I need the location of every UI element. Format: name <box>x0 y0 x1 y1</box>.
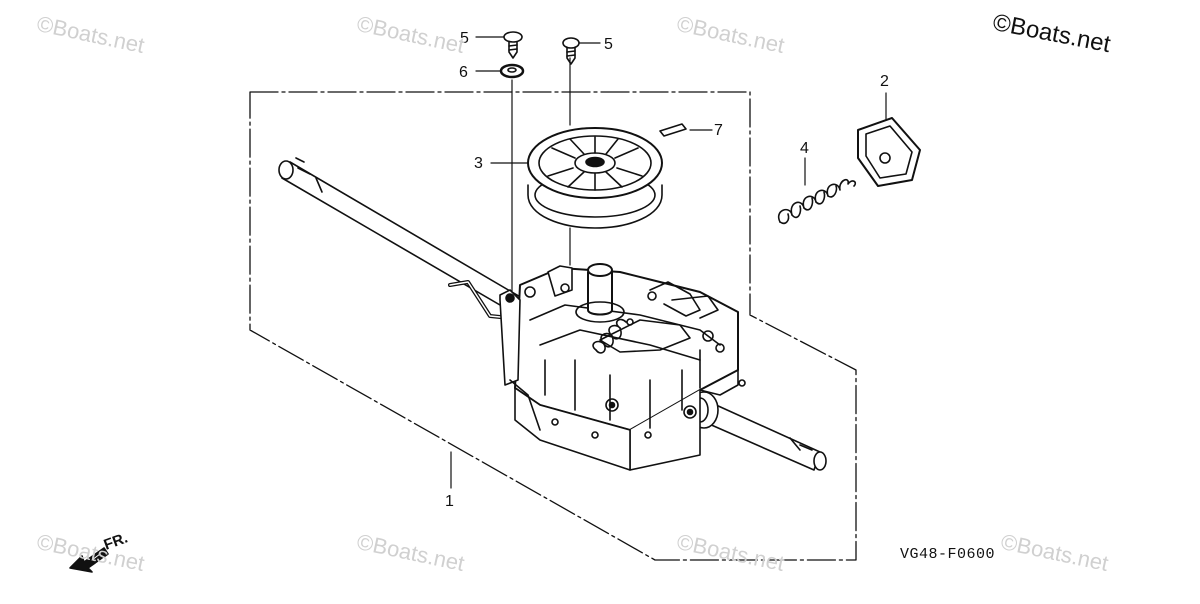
callout-1: 1 <box>445 493 454 510</box>
screw-icon <box>562 37 580 65</box>
callout-3: 3 <box>474 155 483 172</box>
spring-icon <box>777 178 857 225</box>
pin-icon <box>659 123 687 137</box>
drawing-code: VG48-F0600 <box>900 546 996 563</box>
right-axle-shaft <box>689 391 827 471</box>
washer-icon <box>499 63 525 79</box>
rubber-cover-icon <box>857 117 921 187</box>
callout-2: 2 <box>880 73 889 90</box>
callout-7: 7 <box>714 122 723 139</box>
callout-4: 4 <box>800 140 809 157</box>
transmission-housing <box>499 263 746 471</box>
left-axle-shaft <box>278 157 523 313</box>
callout-5a: 5 <box>460 30 469 47</box>
callout-6: 6 <box>459 64 468 81</box>
callout-5b: 5 <box>604 36 613 53</box>
front-direction-arrow <box>69 547 109 573</box>
assembly-boundary <box>249 91 857 561</box>
pulley-icon <box>527 127 663 229</box>
screw-icon <box>503 31 523 59</box>
